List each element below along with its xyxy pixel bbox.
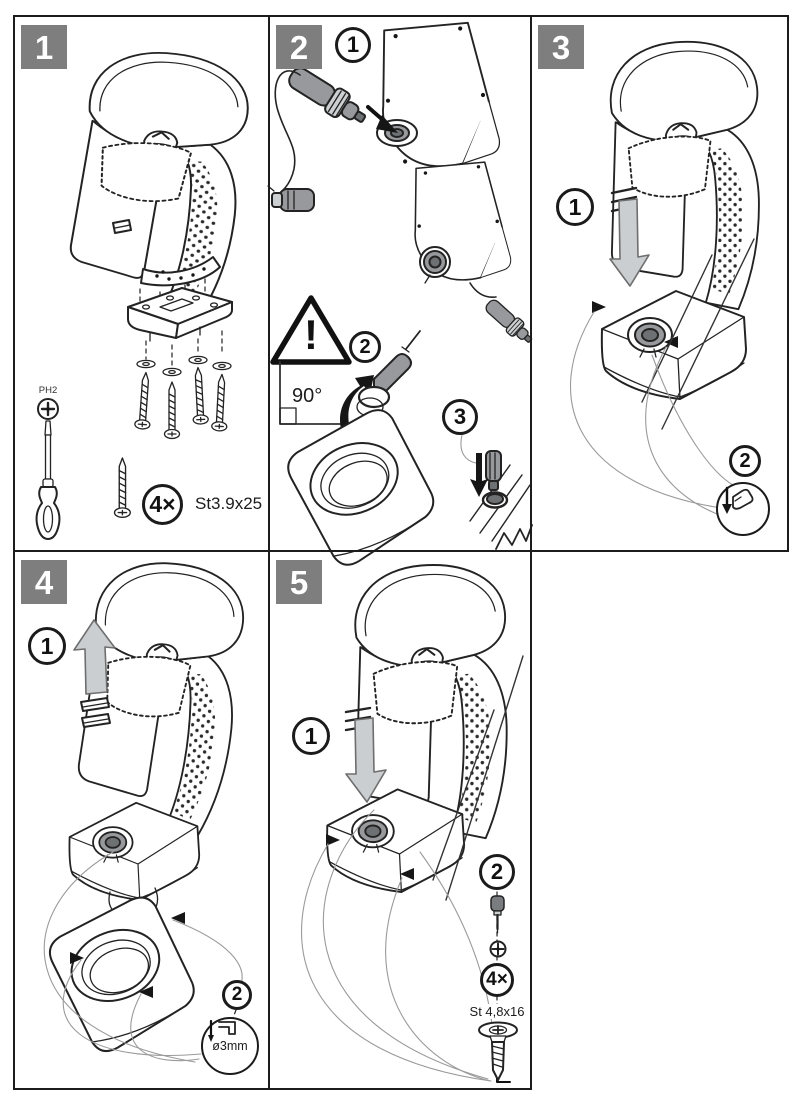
slide-down-arrow-icon (345, 717, 387, 803)
press-action-circle (716, 482, 770, 536)
quantity-circle: 4× (142, 484, 183, 525)
screw-spec-label: St 4,8x16 (455, 1004, 539, 1019)
grid-border-middle (13, 550, 789, 552)
panel5-illustration (300, 563, 524, 1083)
grid-border-top (13, 15, 789, 17)
exploded-bracket-illustration (127, 278, 233, 440)
latch-arrow-icon (400, 868, 414, 880)
plug-insert-illustration (460, 434, 533, 550)
leader-lines (570, 311, 738, 518)
screw-spec-label: St3.9x25 (195, 494, 263, 513)
step-circle-2: 2 (729, 445, 761, 477)
quantity-circle: 4× (480, 963, 514, 997)
plug-rotation-illustration (356, 330, 421, 417)
latch-arrow-icon (326, 834, 340, 846)
lift-up-arrow-icon (73, 619, 116, 695)
step-badge: 3 (538, 25, 584, 69)
armrest-illustration (60, 41, 258, 323)
step-circle-2: 2 (349, 331, 381, 363)
latch-arrow-icon (171, 912, 185, 924)
armrest-illustration (69, 553, 252, 840)
screwdriver-icon (35, 420, 61, 540)
armrest-illustration (354, 563, 508, 840)
panel1-illustration (35, 41, 258, 540)
grid-border-mid2 (530, 15, 532, 1090)
latch-arrow-icon (70, 952, 84, 964)
drill-spec-label: ø3mm (212, 1038, 248, 1053)
step-circle-1: 1 (556, 188, 594, 226)
step-circle-3: 3 (442, 399, 478, 435)
panel4-illustration (40, 553, 252, 1063)
grid-border-right (787, 15, 789, 552)
right-angle-icon (279, 361, 353, 425)
insert-arrow-icon (366, 105, 398, 133)
step-badge: 4 (21, 560, 67, 604)
step-circle-2: 2 (479, 854, 515, 890)
drill-bit-icon (208, 1019, 236, 1042)
press-hand-icon (722, 486, 754, 514)
step-badge: 5 (276, 560, 322, 604)
panel3-illustration (570, 40, 760, 518)
step-badge: 1 (21, 25, 67, 69)
leader-lines (43, 851, 243, 1063)
warning-triangle-icon (270, 295, 352, 365)
angle-label: 90° (292, 385, 323, 407)
step-badge: 2 (276, 25, 322, 69)
phillips-bit-icon (37, 398, 59, 420)
seat-gap-lines (641, 238, 755, 430)
grid-border-mid1 (268, 15, 270, 1090)
power-plug-icon (469, 282, 538, 349)
step-circle-2: 2 (222, 980, 252, 1010)
screw-icon (113, 457, 131, 519)
grid-border-bottom (13, 1088, 532, 1090)
step-circle-1: 1 (28, 627, 66, 665)
screw-icon (133, 366, 231, 440)
latch-arrow-icon (139, 986, 153, 998)
panel-step-3: 3 1 2 (532, 17, 787, 550)
console-box-illustration (414, 161, 512, 284)
step-circle-1: 1 (335, 27, 371, 63)
panel-step-2: 2 1 ! 90° 2 3 (267, 17, 538, 575)
base-console-illustration (326, 788, 466, 893)
step-circle-1: 1 (292, 717, 330, 755)
power-plug-icon (267, 61, 373, 212)
flange-screw-icon (478, 1021, 518, 1081)
panel-step-5: 5 1 2 4× St 4,8x16 (270, 552, 539, 1088)
latch-arrow-icon (592, 301, 606, 313)
drill-spec-circle: ø3mm (201, 1017, 259, 1075)
callout-connector (232, 1009, 237, 1019)
panel-step-1: 1 PH2 4× St3.9x25 (15, 17, 268, 550)
console-box-illustration (376, 21, 501, 168)
warning-mark: ! (304, 311, 318, 358)
bit-size-label: PH2 (38, 385, 58, 396)
seat-gap-lines (432, 655, 524, 901)
washer-icon (136, 355, 232, 377)
panel2-illustration (267, 21, 538, 575)
panel-step-4: 4 1 2 ø3mm (15, 552, 268, 1088)
cup-holder-illustration (278, 400, 446, 575)
screwdriver-icon (490, 895, 505, 934)
phillips-bit-icon (489, 940, 507, 958)
slide-down-arrow-icon (609, 198, 650, 287)
grid-border-left (13, 15, 15, 1090)
mount-clips (80, 697, 111, 728)
